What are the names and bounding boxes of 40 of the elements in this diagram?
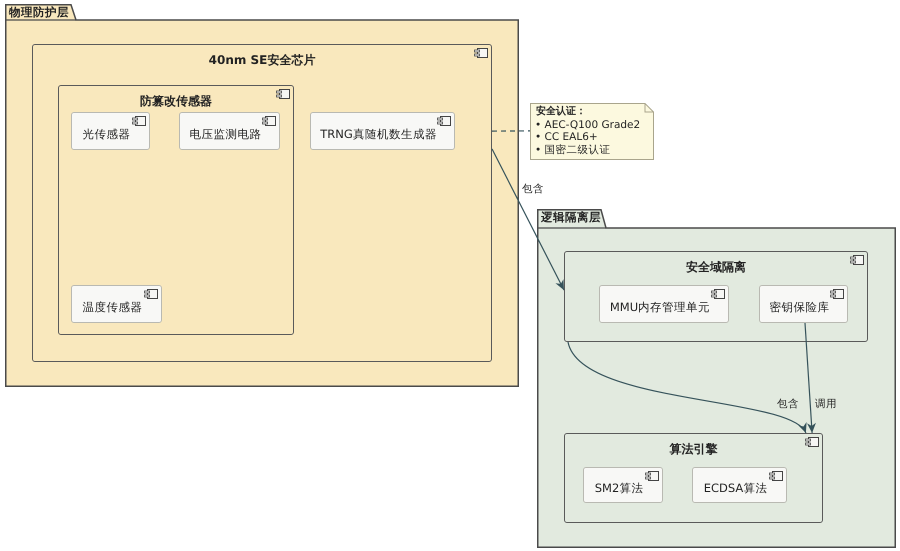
note-item: • 国密二级认证 — [535, 144, 611, 156]
component-title: 安全域隔离 — [686, 260, 746, 275]
component-box — [599, 285, 729, 323]
note-item: • CC EAL6+ — [535, 131, 598, 143]
package-frame — [537, 209, 896, 548]
package-title: 逻辑隔离层 — [541, 210, 601, 224]
package-frame — [5, 4, 519, 387]
dashed-connector — [492, 130, 530, 132]
component-box — [759, 285, 848, 323]
arrow — [491, 148, 565, 290]
component-label: MMU内存管理单元 — [610, 300, 710, 315]
component-box — [310, 112, 455, 150]
component-box — [32, 44, 492, 362]
edge-label: 调用 — [814, 398, 838, 411]
component-box — [179, 112, 280, 150]
component-box — [692, 467, 787, 503]
component-box — [583, 467, 663, 503]
note-item: • AEC-Q100 Grade2 — [535, 118, 640, 130]
component-label: 光传感器 — [82, 127, 130, 142]
edge-label: 包含 — [776, 398, 800, 411]
edge-label: 包含 — [521, 183, 545, 196]
arrow — [567, 342, 806, 434]
component-title: 40nm SE安全芯片 — [208, 53, 316, 68]
component-label: ECDSA算法 — [704, 481, 768, 496]
component-box — [71, 285, 162, 323]
component-box — [564, 433, 823, 523]
component-label: 温度传感器 — [82, 300, 142, 315]
component-box — [71, 112, 150, 150]
component-label: 电压监测电路 — [190, 127, 262, 142]
component-label: SM2算法 — [594, 481, 644, 496]
package-title: 物理防护层 — [9, 5, 69, 19]
arrow — [804, 322, 816, 434]
note-heading: 安全认证： — [536, 106, 586, 118]
component-label: TRNG真随机数生成器 — [320, 127, 437, 142]
component-title: 防篡改传感器 — [140, 94, 212, 109]
note-card — [530, 103, 654, 160]
component-label: 密钥保险库 — [770, 300, 830, 315]
component-box — [58, 85, 294, 335]
component-title: 算法引擎 — [670, 442, 718, 457]
component-box — [564, 251, 868, 342]
